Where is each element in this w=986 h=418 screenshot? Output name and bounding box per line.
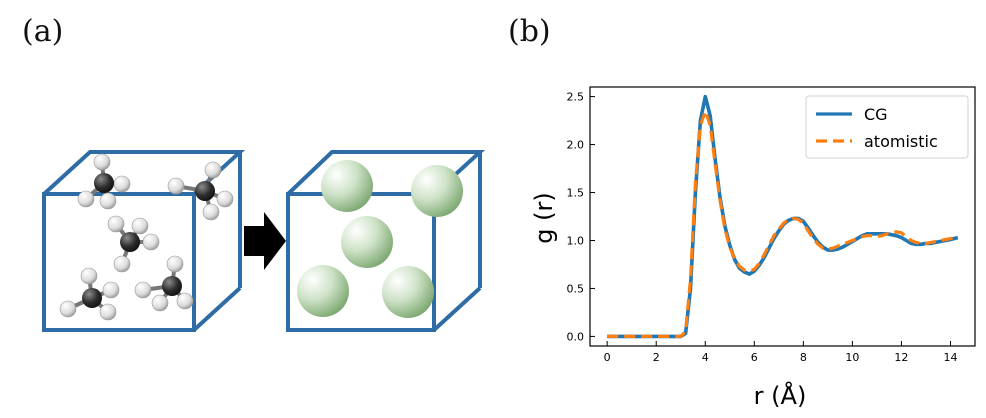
hydrogen-atom	[107, 215, 125, 233]
hydrogen-atom	[204, 161, 222, 179]
x-tick-label: 2	[653, 351, 660, 364]
methane-molecule	[167, 161, 234, 221]
methane-molecule	[107, 215, 160, 273]
legend-box	[805, 95, 969, 159]
hydrogen-atom	[131, 217, 149, 235]
methane-molecules	[59, 153, 234, 321]
hydrogen-atom	[93, 153, 111, 171]
legend-label: CG	[864, 105, 888, 124]
hydrogen-atom	[59, 300, 77, 318]
y-tick-label: 2.0	[567, 139, 585, 152]
cg-bead	[297, 265, 349, 317]
hydrogen-atom	[202, 203, 220, 221]
mapping-arrow-icon	[244, 212, 286, 270]
cg-bead	[382, 266, 434, 318]
y-tick-label: 1.0	[567, 234, 585, 247]
legend: CG atomistic	[805, 95, 969, 159]
cg-bead	[411, 165, 463, 217]
methane-molecule	[77, 153, 131, 210]
cg-beads	[297, 160, 463, 318]
x-tick-label: 4	[702, 351, 709, 364]
x-tick-label: 8	[800, 351, 807, 364]
carbon-atom	[94, 173, 114, 193]
methane-molecule	[134, 255, 194, 312]
hydrogen-atom	[113, 175, 131, 193]
legend-label: atomistic	[864, 132, 938, 151]
carbon-atom	[195, 181, 215, 201]
hydrogen-atom	[134, 281, 152, 299]
x-tick-label: 0	[604, 351, 611, 364]
carbon-atom	[162, 276, 182, 296]
y-tick-label: 1.5	[567, 187, 585, 200]
y-tick-label: 2.5	[567, 91, 585, 104]
methane-molecule	[59, 267, 120, 321]
x-tick-label: 12	[894, 351, 908, 364]
y-tick-label: 0.5	[567, 282, 585, 295]
hydrogen-atom	[99, 303, 117, 321]
cg-bead	[321, 160, 373, 212]
panel-b-label: (b)	[508, 14, 551, 49]
plot-frame	[589, 86, 976, 347]
panel-a-label: (a)	[22, 14, 64, 49]
hydrogen-atom	[166, 255, 184, 273]
cg-bead	[341, 216, 393, 268]
hydrogen-atom	[102, 281, 120, 299]
hydrogen-atom	[142, 233, 160, 251]
hydrogen-atom	[80, 267, 98, 285]
atomistic-box	[42, 150, 246, 332]
y-tick-label: 0.0	[567, 330, 585, 343]
hydrogen-atom	[113, 255, 131, 273]
x-tick-label: 6	[751, 351, 758, 364]
hydrogen-atom	[176, 292, 194, 310]
y-axis-label: g (r)	[530, 192, 558, 243]
hydrogen-atom	[99, 192, 117, 210]
x-tick-label: 14	[943, 351, 957, 364]
hydrogen-atom	[216, 190, 234, 208]
x-tick-label: 10	[845, 351, 859, 364]
series-line-atomistic	[607, 109, 959, 338]
x-axis-label: r (Å)	[754, 381, 807, 410]
carbon-atom	[120, 232, 140, 252]
hydrogen-atom	[167, 177, 185, 195]
hydrogen-atom	[151, 294, 169, 312]
hydrogen-atom	[77, 190, 95, 208]
carbon-atom	[82, 288, 102, 308]
